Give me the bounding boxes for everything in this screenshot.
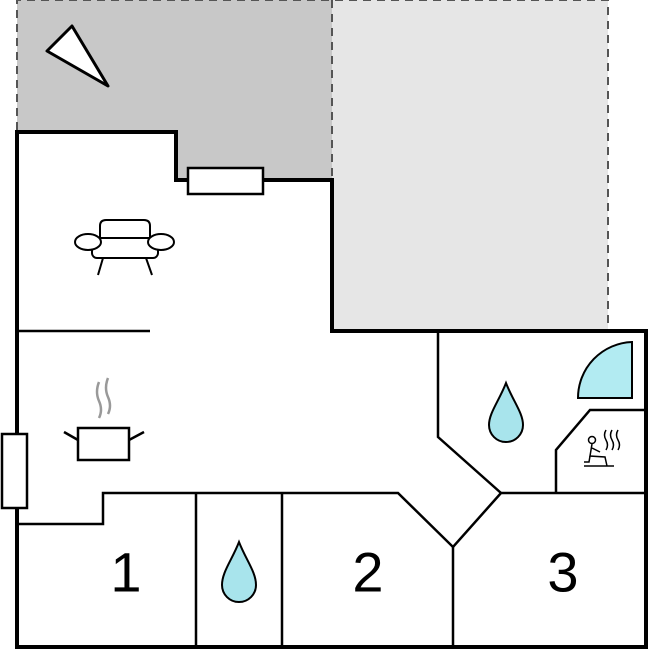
shower-icon [576,340,633,399]
terrace-boundary [16,0,609,331]
window-icon [0,432,29,510]
sofa-icon [74,219,175,276]
water-drop-icon [220,539,258,603]
cooking-pot-icon [63,377,145,462]
interior-walls [17,329,646,647]
room-label-1: 1 [110,541,141,604]
room-label-3: 3 [547,541,578,604]
sauna-icon [584,429,621,467]
compass-north-icon [45,24,110,88]
interior-floor [17,132,646,647]
room-label-2: 2 [352,541,383,604]
terrace-dark [17,0,332,180]
water-drop-icon [487,380,525,443]
window-icon [186,166,265,196]
outer-wall [15,130,648,649]
terrace-light [332,0,608,331]
